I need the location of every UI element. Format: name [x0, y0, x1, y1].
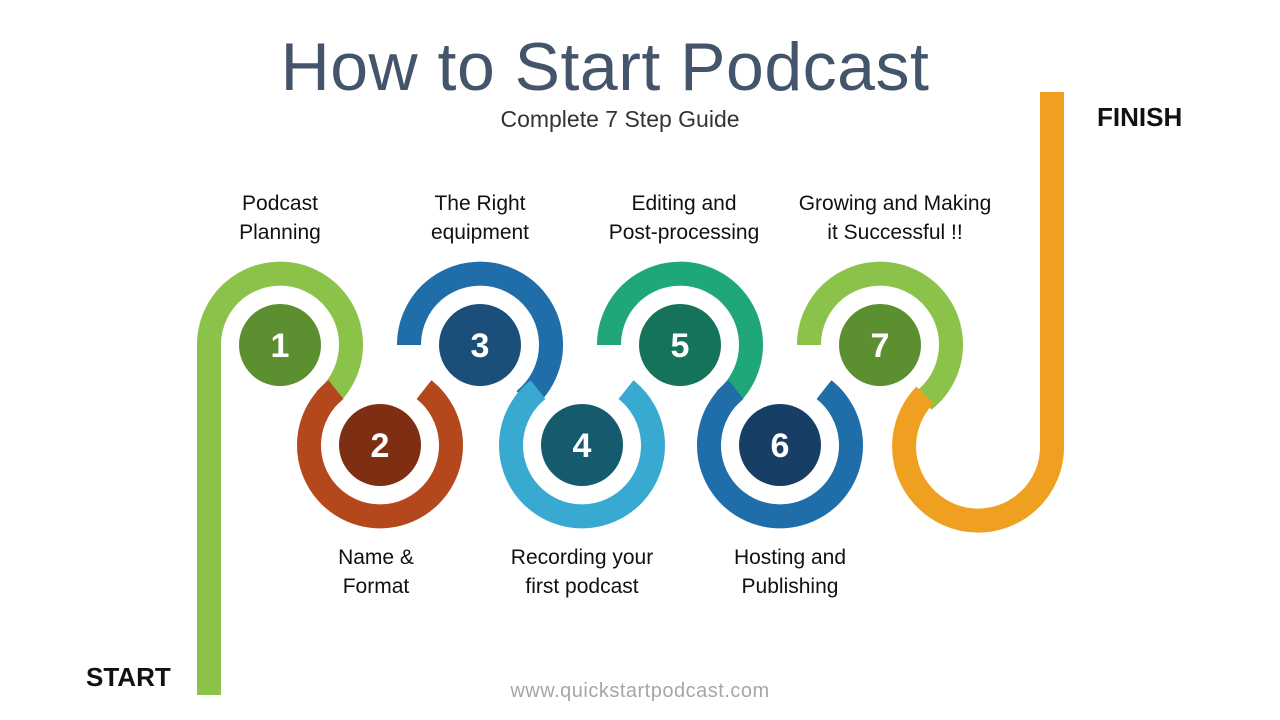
loop-3	[396, 261, 563, 410]
loop-6	[697, 380, 863, 529]
loop-5	[596, 261, 763, 410]
start-label: START	[86, 662, 171, 692]
step-2-label: Name &Format	[338, 546, 414, 598]
loop-2	[297, 380, 463, 529]
step-5-number: 5	[671, 327, 690, 365]
step-1-circle	[239, 304, 321, 386]
loop-4	[499, 380, 665, 529]
finish-label: FINISH	[1097, 102, 1183, 132]
step-5-circle	[639, 304, 721, 386]
loop-1	[196, 261, 363, 410]
step-3-number: 3	[471, 327, 490, 365]
step-2-circle	[339, 404, 421, 486]
page-subtitle: Complete 7 Step Guide	[500, 106, 740, 132]
step-7-circle	[839, 304, 921, 386]
step-3-circle	[439, 304, 521, 386]
step-2-number: 2	[371, 427, 390, 465]
step-7-number: 7	[871, 327, 890, 365]
step-4-number: 4	[573, 427, 592, 465]
footer-url: www.quickstartpodcast.com	[510, 680, 770, 702]
step-4-circle	[541, 404, 623, 486]
page-title: How to Start Podcast	[280, 29, 930, 105]
loop-7	[796, 261, 963, 410]
step-6-number: 6	[771, 427, 790, 465]
step-1-number: 1	[271, 327, 290, 365]
finish-path	[892, 92, 1064, 533]
step-6-circle	[739, 404, 821, 486]
